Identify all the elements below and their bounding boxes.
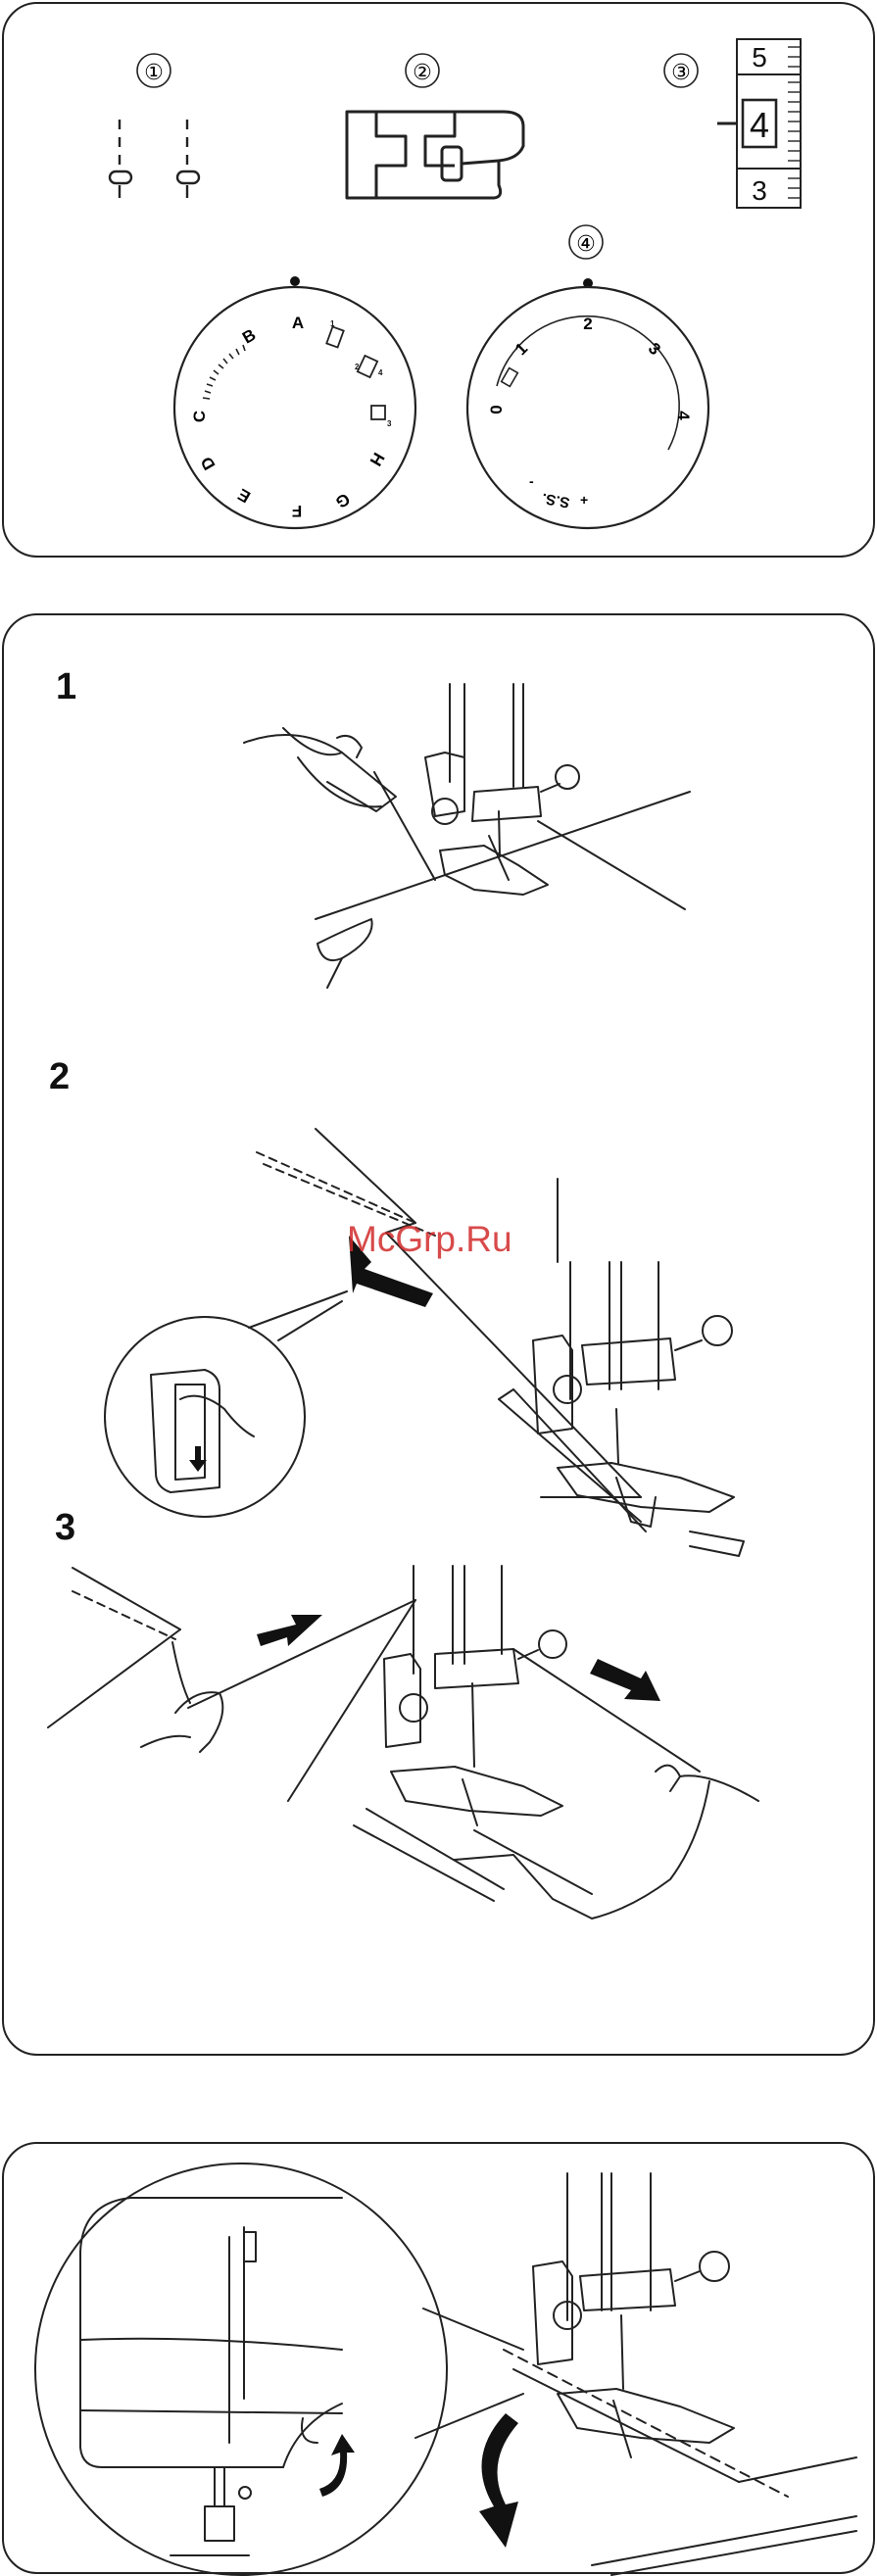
callout-1: ①	[137, 54, 171, 87]
svg-text:3: 3	[387, 419, 392, 428]
svg-text:4: 4	[750, 105, 769, 145]
svg-text:S.S.: S.S.	[541, 490, 571, 511]
svg-text:4: 4	[674, 411, 693, 420]
stitch-length-scale: 5 4 3	[717, 39, 801, 208]
svg-text:G: G	[332, 489, 353, 511]
step-3-illustration	[48, 1566, 758, 1919]
callout-4: ④	[569, 225, 603, 259]
pattern-selector-dial: A B C D E F G H	[174, 276, 415, 528]
sewing-steps-illustration	[4, 615, 877, 2058]
callout-2: ②	[406, 54, 439, 87]
svg-text:2: 2	[355, 363, 360, 371]
step-2-illustration	[105, 1129, 744, 1556]
right-arrow-icon	[590, 1659, 660, 1701]
svg-text:①: ①	[144, 61, 164, 85]
callout-3: ③	[664, 54, 698, 87]
stitch-length-dial: 0 1 2 3 4 S.S. - +	[467, 278, 708, 528]
stitch-pattern-icons: 1 2 4 3	[326, 319, 392, 428]
watermark: McGrp.Ru	[347, 1219, 512, 1260]
presser-foot-icon	[347, 112, 523, 198]
svg-text:0: 0	[487, 405, 506, 413]
lower-lever-arrow-icon	[479, 2413, 518, 2548]
svg-text:4: 4	[378, 368, 383, 377]
svg-text:②: ②	[413, 61, 432, 85]
minus-sign: -	[529, 473, 534, 489]
svg-text:1: 1	[330, 319, 335, 328]
svg-text:D: D	[197, 454, 219, 473]
svg-text:B: B	[239, 325, 259, 348]
svg-text:③: ③	[671, 61, 691, 85]
svg-text:2: 2	[583, 315, 592, 333]
svg-text:A: A	[292, 314, 304, 332]
svg-text:E: E	[235, 485, 254, 507]
stitch-width-ticks	[203, 345, 245, 399]
svg-text:3: 3	[645, 339, 664, 359]
detail-magnifier-circle	[35, 2163, 447, 2575]
svg-text:H: H	[365, 450, 388, 469]
settings-panel: ① ② ③	[2, 2, 875, 558]
step-1-illustration	[244, 684, 690, 988]
plus-sign: +	[580, 492, 588, 508]
sewing-steps-panel: 1 2 3	[2, 613, 875, 2056]
presser-lever-panel	[2, 2142, 875, 2574]
presser-lever-illustration	[4, 2144, 877, 2576]
left-arrow-icon	[257, 1615, 322, 1646]
svg-text:F: F	[292, 502, 302, 520]
svg-text:3: 3	[752, 175, 767, 206]
settings-illustration: ① ② ③	[4, 4, 877, 559]
needle-position-icon	[110, 120, 199, 198]
svg-text:C: C	[190, 411, 209, 422]
svg-text:5: 5	[752, 42, 767, 73]
svg-text:④: ④	[576, 232, 596, 257]
raise-lever-arrow-icon	[319, 2434, 355, 2497]
